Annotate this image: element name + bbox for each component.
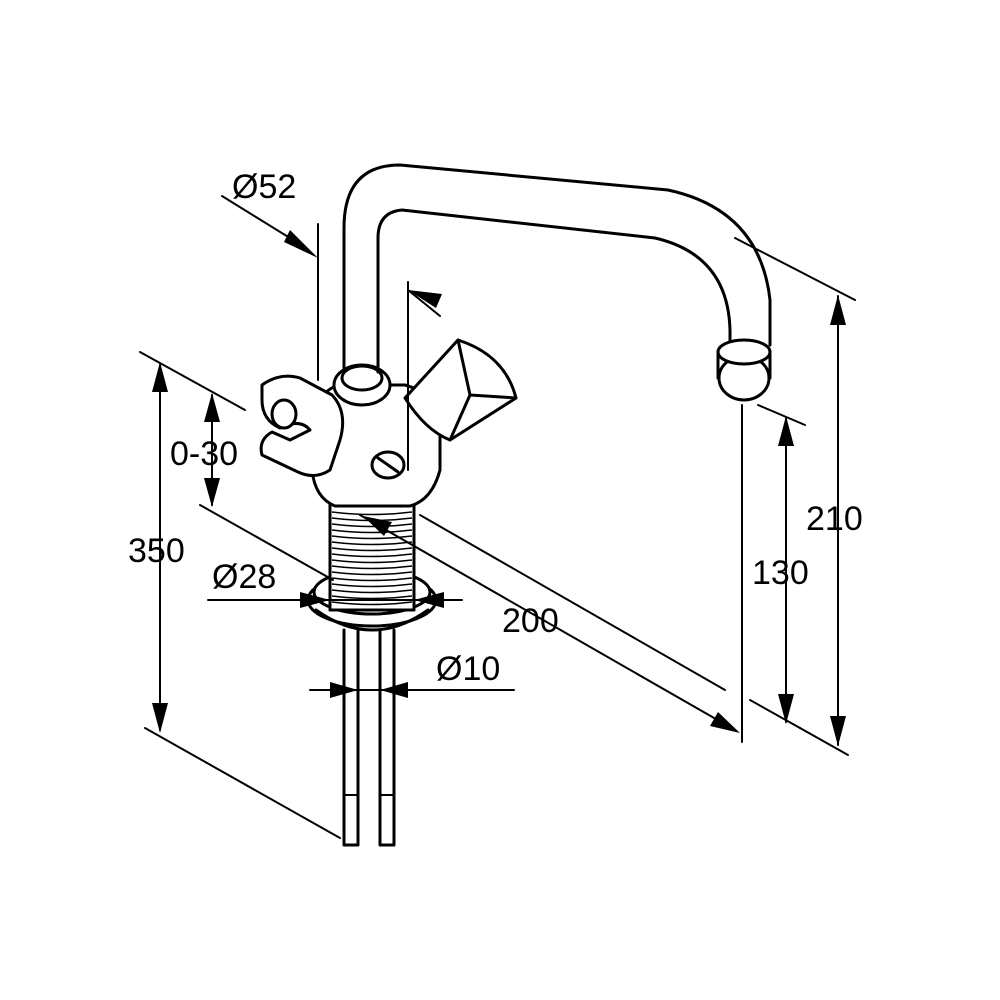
faucet-illustration [259,163,772,847]
thread-line [331,553,413,558]
thread-line [331,559,413,564]
thread-line [331,583,413,588]
thread-line [331,589,413,594]
dim-overall-height [734,237,856,756]
thread-line [331,571,413,576]
label-tube-diameter: Ø10 [436,650,500,688]
aerator [716,338,772,402]
dim-spout-diameter [221,195,442,471]
dimension-lines [139,195,856,839]
dimension-labels: Ø52 0-30 350 Ø28 200 Ø10 130 210 [128,168,863,688]
supply-tubes [342,628,396,847]
label-swivel-range: 0-30 [170,435,238,473]
thread-line [331,511,413,516]
dim-swivel-range [139,351,246,507]
label-shank-diameter: Ø28 [212,558,276,596]
label-overall-height: 210 [806,500,863,538]
spout-tube [342,163,772,374]
dim-tube-diameter [309,682,515,698]
thread-line [331,523,413,528]
thread-line [331,535,413,540]
thread-line [331,529,413,534]
thread-line [331,541,413,546]
right-handle [403,338,518,442]
thread-line [331,577,413,582]
dim-spout-reach [359,514,740,733]
thread-line [331,595,413,600]
dim-shank-diameter [207,592,463,608]
label-total-height: 350 [128,532,185,570]
spout-collar [332,363,392,407]
label-spout-diameter: Ø52 [232,168,296,206]
dim-spout-height [741,404,806,743]
threaded-shank [328,493,416,612]
thread-line [331,565,413,570]
dim-total-height [144,362,341,839]
left-handle [259,374,345,477]
label-spout-reach: 200 [502,602,559,640]
thread-line [331,601,413,606]
label-spout-height: 130 [752,554,809,592]
thread-line [331,547,413,552]
